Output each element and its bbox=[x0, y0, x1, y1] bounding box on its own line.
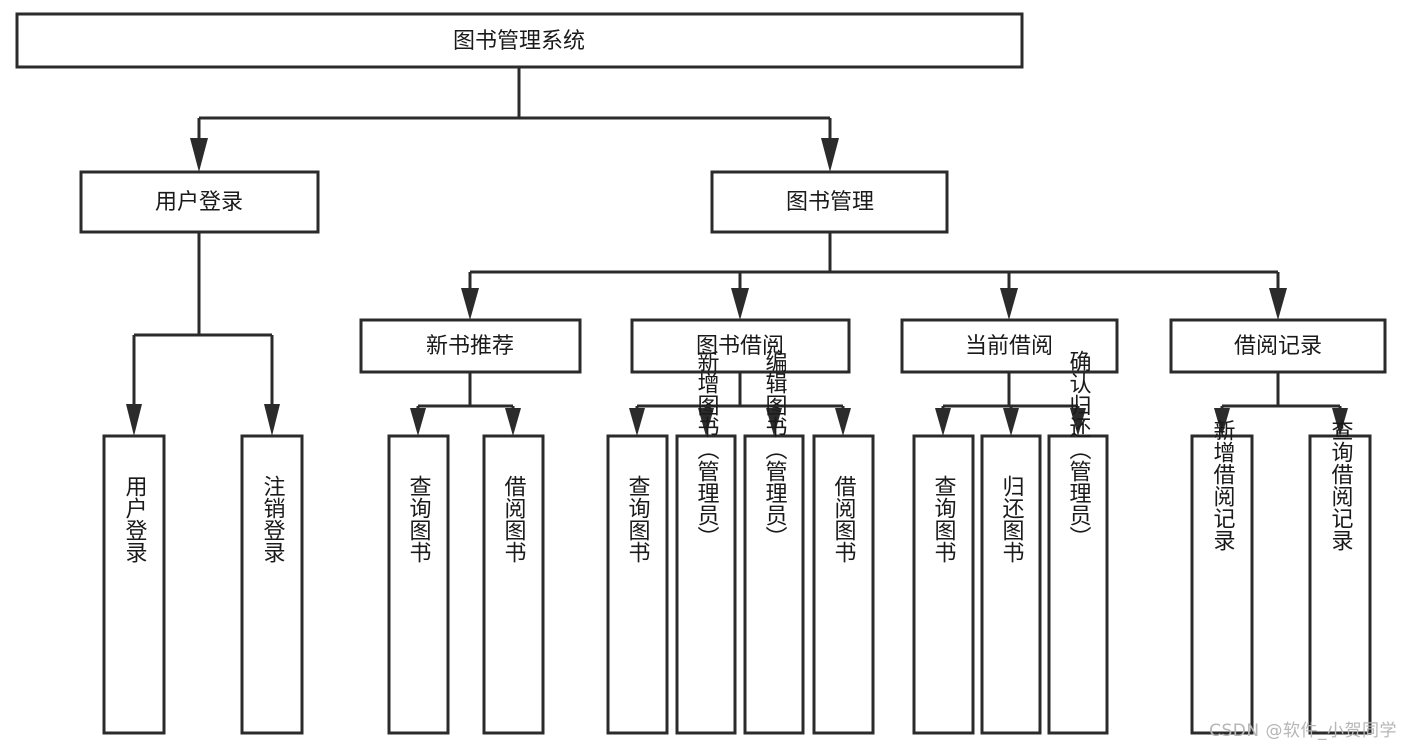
node-leaf-add-record-label: 新增借阅记录 bbox=[1210, 419, 1236, 551]
arrow-head-icon bbox=[1070, 408, 1086, 436]
node-leaf-query-book-1-label: 查询图书 bbox=[406, 475, 432, 563]
connector-group-new-book-recommend bbox=[410, 372, 521, 436]
node-borrow-record[interactable]: 借阅记录 bbox=[1169, 318, 1387, 374]
node-leaf-borrow-book-2-box[interactable] bbox=[812, 434, 875, 735]
csdn-watermark: CSDN @软件_小贺同学 bbox=[1209, 721, 1397, 741]
node-leaf-confirm-return-box[interactable] bbox=[1047, 434, 1109, 735]
node-leaf-borrow-book-1-label: 借阅图书 bbox=[501, 475, 527, 563]
node-leaf-query-book-2[interactable]: 查询图书 bbox=[606, 434, 669, 735]
node-leaf-confirm-return-label: 确认归还（管理员） bbox=[1066, 350, 1092, 548]
arrow-head-icon bbox=[821, 138, 839, 172]
node-leaf-query-book-3-box[interactable] bbox=[912, 434, 975, 735]
node-user-login-label: 用户登录 bbox=[155, 190, 243, 215]
node-leaf-user-login-box[interactable] bbox=[102, 434, 166, 735]
node-leaf-query-book-2-label: 查询图书 bbox=[625, 475, 651, 563]
node-leaf-add-book[interactable]: 新增图书（管理员） bbox=[675, 350, 737, 735]
connector-group-book-manage bbox=[461, 232, 1287, 320]
arrow-head-icon bbox=[1000, 288, 1018, 320]
node-root[interactable]: 图书管理系统 bbox=[15, 12, 1024, 69]
node-book-manage-box[interactable] bbox=[710, 170, 949, 234]
node-book-borrow-box[interactable] bbox=[630, 318, 851, 374]
node-leaf-user-logout-label: 注销登录 bbox=[260, 475, 286, 563]
node-book-borrow[interactable]: 图书借阅 bbox=[630, 318, 851, 374]
node-user-login[interactable]: 用户登录 bbox=[79, 170, 320, 234]
node-book-manage-label: 图书管理 bbox=[786, 190, 874, 215]
arrow-head-icon bbox=[698, 408, 714, 436]
node-leaf-add-record-box[interactable] bbox=[1190, 434, 1254, 735]
node-leaf-borrow-book-1[interactable]: 借阅图书 bbox=[482, 434, 545, 735]
arrow-head-icon bbox=[1214, 408, 1230, 436]
arrow-head-icon bbox=[835, 408, 851, 436]
node-leaf-user-login-label: 用户登录 bbox=[122, 475, 148, 563]
node-leaf-query-book-3[interactable]: 查询图书 bbox=[912, 434, 975, 735]
arrow-head-icon bbox=[410, 408, 426, 436]
connector-group-current-borrow bbox=[935, 372, 1086, 436]
node-leaf-query-record-box[interactable] bbox=[1308, 434, 1372, 735]
node-leaf-query-book-1-box[interactable] bbox=[387, 434, 450, 735]
node-leaf-query-book-1[interactable]: 查询图书 bbox=[387, 434, 450, 735]
arrow-head-icon bbox=[1332, 408, 1348, 436]
node-leaf-query-book-3-label: 查询图书 bbox=[931, 475, 957, 563]
node-leaf-return-book[interactable]: 归还图书 bbox=[980, 434, 1042, 735]
node-leaf-query-book-2-box[interactable] bbox=[606, 434, 669, 735]
node-book-manage[interactable]: 图书管理 bbox=[710, 170, 949, 234]
node-leaf-user-logout[interactable]: 注销登录 bbox=[240, 434, 304, 735]
node-new-book-recommend-box[interactable] bbox=[359, 318, 582, 374]
node-new-book-recommend[interactable]: 新书推荐 bbox=[359, 318, 582, 374]
arrow-head-icon bbox=[1003, 408, 1019, 436]
node-leaf-borrow-book-2-label: 借阅图书 bbox=[831, 475, 857, 563]
arrow-head-icon bbox=[190, 138, 208, 172]
node-root-label: 图书管理系统 bbox=[453, 29, 585, 54]
arrow-head-icon bbox=[731, 288, 749, 320]
node-leaf-user-logout-box[interactable] bbox=[240, 434, 304, 735]
connector-group-root bbox=[190, 67, 839, 172]
node-leaf-borrow-book-2[interactable]: 借阅图书 bbox=[812, 434, 875, 735]
connector-group-borrow-record bbox=[1214, 372, 1348, 436]
node-leaf-query-record-label: 查询借阅记录 bbox=[1328, 419, 1354, 551]
node-leaf-return-book-box[interactable] bbox=[980, 434, 1042, 735]
node-current-borrow-box[interactable] bbox=[900, 318, 1119, 374]
arrow-head-icon bbox=[126, 404, 142, 436]
arrow-head-icon bbox=[461, 288, 479, 320]
node-leaf-user-login[interactable]: 用户登录 bbox=[102, 434, 166, 735]
node-leaf-add-record[interactable]: 新增借阅记录 bbox=[1190, 419, 1254, 735]
node-leaf-return-book-label: 归还图书 bbox=[999, 475, 1025, 563]
node-book-borrow-label: 图书借阅 bbox=[696, 334, 784, 359]
node-leaf-add-book-label: 新增图书（管理员） bbox=[694, 350, 720, 548]
arrow-head-icon bbox=[935, 408, 951, 436]
node-leaf-add-book-box[interactable] bbox=[675, 434, 737, 735]
arrow-head-icon bbox=[505, 408, 521, 436]
connector-group-book-borrow bbox=[629, 372, 851, 436]
node-leaf-confirm-return[interactable]: 确认归还（管理员） bbox=[1047, 350, 1109, 735]
node-new-book-recommend-label: 新书推荐 bbox=[426, 334, 514, 359]
arrow-head-icon bbox=[629, 408, 645, 436]
node-leaf-edit-book-box[interactable] bbox=[743, 434, 805, 735]
node-current-borrow-label: 当前借阅 bbox=[965, 334, 1053, 359]
node-current-borrow[interactable]: 当前借阅 bbox=[900, 318, 1119, 374]
arrow-head-icon bbox=[264, 404, 280, 436]
node-leaf-edit-book-label: 编辑图书（管理员） bbox=[762, 350, 788, 548]
connector-group-user-login bbox=[126, 232, 280, 436]
node-borrow-record-label: 借阅记录 bbox=[1234, 334, 1322, 359]
node-leaf-query-record[interactable]: 查询借阅记录 bbox=[1308, 419, 1372, 735]
node-user-login-box[interactable] bbox=[79, 170, 320, 234]
node-borrow-record-box[interactable] bbox=[1169, 318, 1387, 374]
node-leaf-edit-book[interactable]: 编辑图书（管理员） bbox=[743, 350, 805, 735]
arrow-head-icon bbox=[1269, 288, 1287, 320]
node-leaf-borrow-book-1-box[interactable] bbox=[482, 434, 545, 735]
arrow-head-icon bbox=[766, 408, 782, 436]
node-root-box[interactable] bbox=[15, 12, 1024, 69]
